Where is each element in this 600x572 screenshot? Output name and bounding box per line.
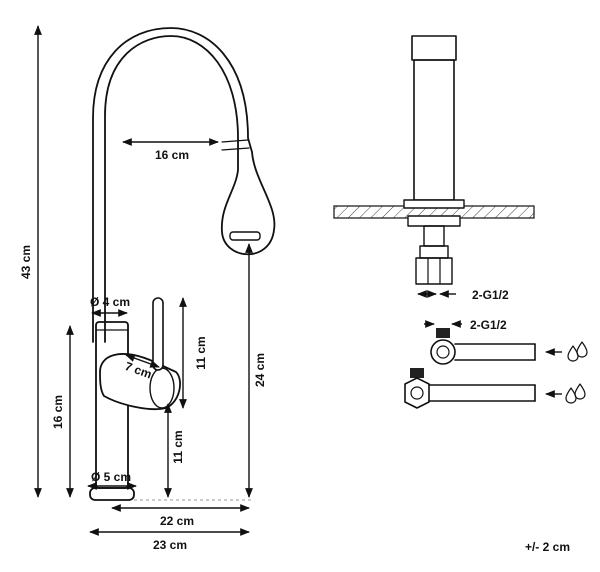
faucet-body — [95, 321, 129, 489]
total-width-label: 23 cm — [153, 538, 187, 552]
hose-nut-1 — [430, 339, 456, 365]
body-diameter-label: Ø 4 cm — [90, 295, 130, 309]
spout-reach-label: 16 cm — [155, 148, 189, 162]
base-flange — [403, 199, 465, 209]
thread-size-upper-label: 2-G1/2 — [472, 288, 509, 302]
water-drop-icon — [567, 341, 588, 362]
sprayer-band — [221, 147, 250, 151]
thread-block-1 — [436, 328, 450, 338]
handle-height-label: 11 cm — [194, 336, 208, 369]
sprayer-band — [221, 139, 249, 143]
faucet-dimension-lines: 43 cm 16 cm 16 cm Ø 4 cm 7 cm 11 cm 11 c… — [19, 25, 267, 552]
total-height-label: 43 cm — [19, 245, 33, 279]
mount-side-view: 2-G1/2 — [333, 35, 535, 302]
faucet-handle — [99, 353, 181, 411]
base-diameter-label: Ø 5 cm — [91, 470, 131, 484]
hose-connector-1 — [419, 245, 449, 259]
faucet-spout — [92, 27, 276, 343]
hose-nut-2 — [404, 377, 430, 409]
spout-height-label: 24 cm — [253, 353, 267, 387]
shank — [423, 225, 445, 247]
column-body — [413, 59, 455, 201]
hose-connections: 2-G1/2 — [404, 318, 588, 409]
body-height-label: 16 cm — [51, 395, 65, 429]
hose-2 — [428, 384, 536, 402]
faucet-base — [89, 487, 135, 501]
spray-head-tip — [229, 231, 261, 241]
hose-connector-hex — [415, 257, 453, 285]
thread-size-lower-label: 2-G1/2 — [470, 318, 507, 332]
thread-block-2 — [410, 368, 424, 378]
mount-nut — [407, 215, 461, 227]
handle-lever — [152, 297, 164, 371]
faucet-outline — [89, 27, 276, 501]
tolerance-label: +/- 2 cm — [525, 540, 570, 554]
water-drop-icon — [565, 383, 586, 404]
base-to-spout-label: 22 cm — [160, 514, 194, 528]
lower-height-label: 11 cm — [171, 430, 185, 463]
hose-1 — [454, 343, 536, 361]
column-top — [411, 35, 457, 61]
